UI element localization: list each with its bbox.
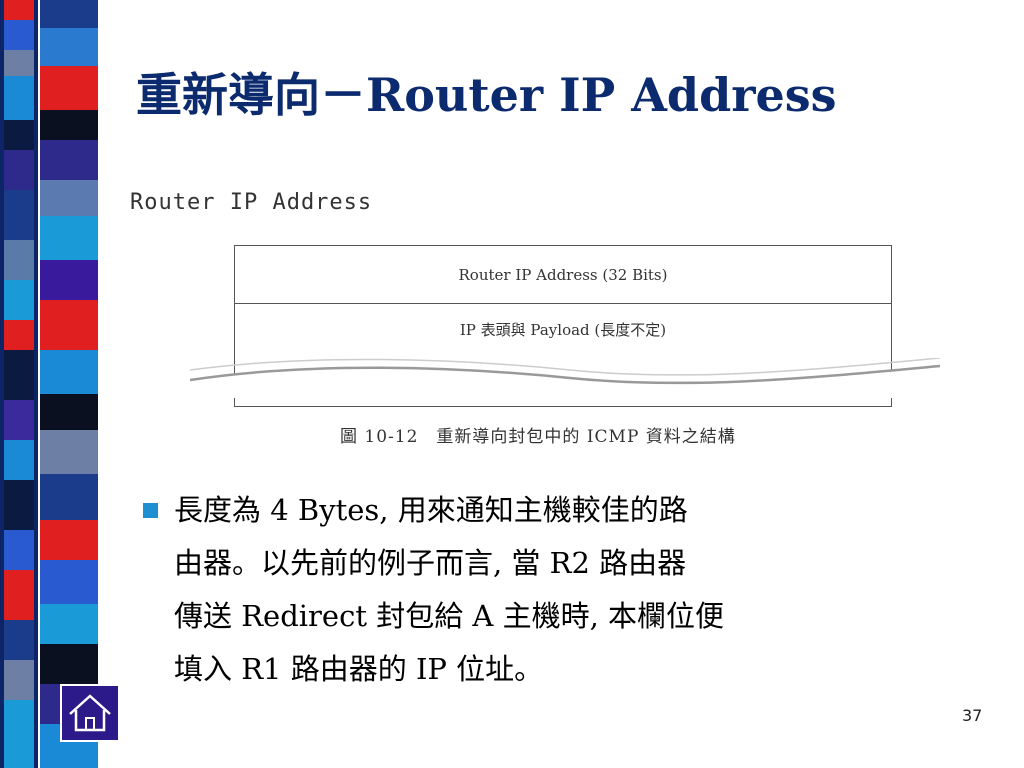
- router-ip-field: Router IP Address (32 Bits): [235, 246, 891, 304]
- home-icon: [69, 694, 111, 732]
- bullet-line: 傳送 Redirect 封包給 A 主機時, 本欄位便: [174, 599, 725, 633]
- slide-title: 重新導向－Router IP Address: [136, 68, 837, 122]
- stripe-column-right: [40, 0, 98, 768]
- bullet-line: 長度為 4 Bytes, 用來通知主機較佳的路: [174, 493, 688, 527]
- figure-heading: Router IP Address: [130, 190, 373, 215]
- bullet-line: 填入 R1 路由器的 IP 位址。: [174, 652, 544, 686]
- home-button[interactable]: [60, 684, 120, 742]
- decorative-stripe-bar: [0, 0, 110, 768]
- bullet-line: 由器。以先前的例子而言, 當 R2 路由器: [174, 546, 687, 580]
- square-bullet-icon: [143, 503, 158, 518]
- bullet-paragraph: 長度為 4 Bytes, 用來通知主機較佳的路 由器。以先前的例子而言, 當 R…: [174, 484, 974, 696]
- ip-header-payload-field: IP 表頭與 Payload (長度不定): [459, 320, 667, 339]
- figure-caption: 圖 10-12 重新導向封包中的 ICMP 資料之結構: [340, 427, 736, 447]
- truncation-wave: [190, 358, 940, 398]
- stripe-column-left: [0, 0, 38, 768]
- slide-number: 37: [962, 706, 983, 725]
